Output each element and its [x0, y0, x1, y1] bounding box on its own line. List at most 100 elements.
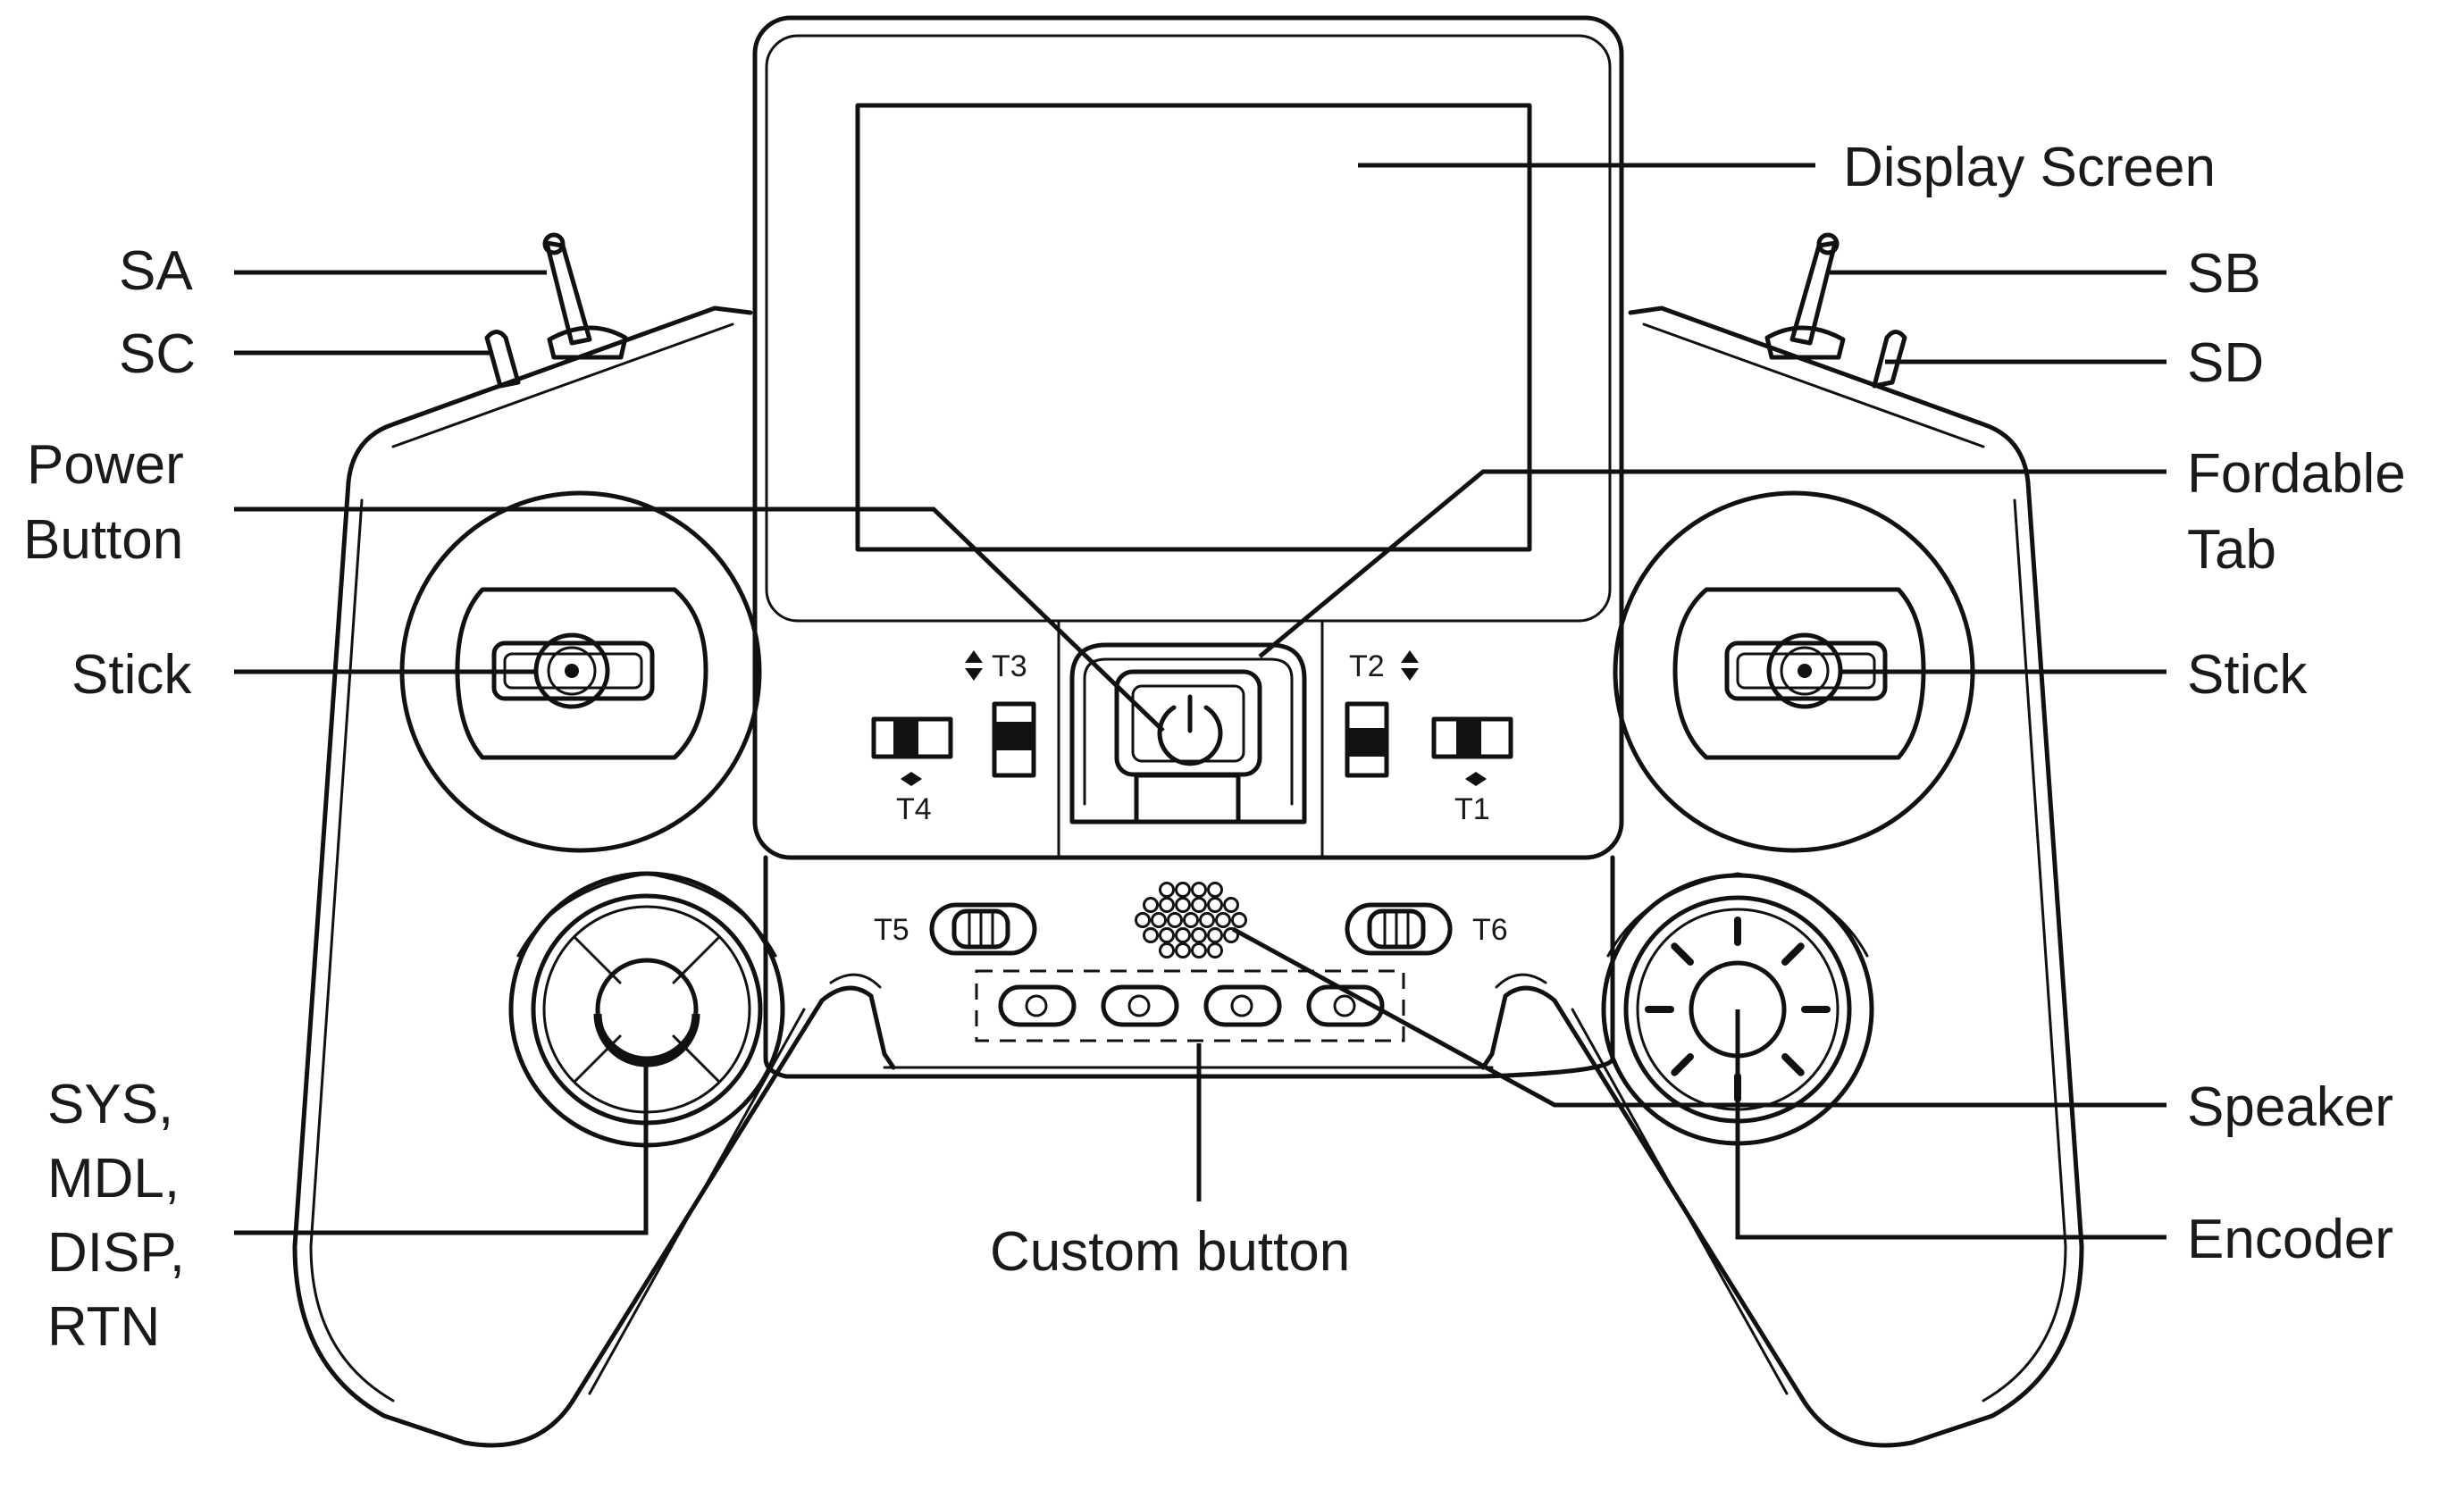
- speaker-hole: [1159, 942, 1175, 958]
- label-rtn: RTN: [47, 1296, 160, 1358]
- trim-t6-roller: [1367, 908, 1426, 950]
- speaker-hole: [1167, 912, 1183, 928]
- switch-sa[interactable]: [542, 232, 628, 360]
- custom-button-1[interactable]: [998, 984, 1077, 1027]
- left-stick-knob-inner: [547, 646, 597, 696]
- right-stick-gimbal: [1672, 587, 1926, 760]
- encoder-tick: [1671, 942, 1694, 966]
- power-button-inner: [1131, 684, 1245, 763]
- power-icon: [1157, 694, 1223, 766]
- trim-t3-arrows-icon: [965, 650, 983, 681]
- speaker-hole: [1159, 882, 1175, 898]
- right-grip-outline: [1480, 306, 2084, 1448]
- left-stick-center: [565, 664, 579, 678]
- switch-sd[interactable]: [1872, 330, 1907, 389]
- speaker-hole: [1207, 882, 1223, 898]
- trim-t5-roller: [951, 908, 1010, 950]
- nav-pad-bezel: [516, 872, 777, 958]
- trim-t6[interactable]: [1345, 902, 1453, 956]
- leader-encoder: [1735, 1009, 2166, 1240]
- speaker-hole: [1175, 897, 1191, 913]
- speaker-hole: [1207, 942, 1223, 958]
- label-t2: T2: [1349, 649, 1385, 683]
- callout-labels: SA SC Power Button Stick SYS, MDL, DISP,…: [23, 137, 2406, 1358]
- speaker-hole: [1199, 912, 1215, 928]
- speaker-hole: [1207, 927, 1223, 943]
- label-t1: T1: [1454, 792, 1490, 826]
- custom-button-2[interactable]: [1101, 984, 1179, 1027]
- label-stick-right: Stick: [2187, 644, 2308, 706]
- speaker-hole: [1175, 942, 1191, 958]
- label-sys: SYS,: [47, 1074, 173, 1135]
- left-stick-gimbal: [455, 587, 708, 760]
- left-grip-outline: [292, 306, 896, 1448]
- speaker-hole: [1223, 927, 1239, 943]
- label-sd: SD: [2187, 332, 2264, 394]
- speaker-hole: [1175, 927, 1191, 943]
- switch-sb[interactable]: [1764, 232, 1846, 360]
- right-stick-knob-inner: [1780, 646, 1830, 696]
- leader-nav-pad: [234, 1059, 649, 1235]
- label-foldable-line2: Tab: [2187, 519, 2276, 581]
- encoder-tick: [1781, 942, 1805, 966]
- trim-t4[interactable]: [871, 716, 953, 786]
- trim-t3-slider: [994, 722, 1034, 750]
- speaker-hole: [1151, 912, 1167, 928]
- foldable-tab-inner: [1083, 657, 1294, 806]
- speaker-hole: [1175, 882, 1191, 898]
- display-bezel: [765, 34, 1612, 623]
- label-speaker: Speaker: [2187, 1076, 2393, 1138]
- label-mdl: MDL,: [47, 1148, 180, 1210]
- speaker-hole: [1183, 912, 1199, 928]
- nav-pad[interactable]: [508, 871, 785, 1148]
- left-grip-edge: [588, 973, 882, 1395]
- speaker-hole: [1191, 882, 1207, 898]
- label-t4: T4: [896, 792, 932, 826]
- display-assembly: [752, 15, 1624, 860]
- power-button[interactable]: [1114, 669, 1262, 777]
- label-foldable-line1: Fordable: [2187, 443, 2406, 505]
- label-sa: SA: [119, 240, 193, 302]
- encoder-tick: [1781, 1053, 1805, 1076]
- speaker-hole: [1159, 897, 1175, 913]
- right-stick-center: [1798, 664, 1812, 678]
- trim-labels: T4 T3 T2 T1 T5 T6: [874, 649, 1508, 947]
- left-grip-inner: [309, 322, 734, 1402]
- speaker-hole: [1159, 927, 1175, 943]
- speaker-hole: [1191, 897, 1207, 913]
- speaker-hole: [1143, 927, 1159, 943]
- trim-t3[interactable]: [965, 650, 1036, 778]
- speaker-hole: [1207, 897, 1223, 913]
- label-t6: T6: [1472, 913, 1508, 947]
- custom-button-3[interactable]: [1203, 984, 1282, 1027]
- label-sc: SC: [119, 323, 196, 385]
- label-stick-left: Stick: [71, 644, 192, 706]
- display-screen: [855, 103, 1532, 552]
- trim-t1-arrows-icon: [1465, 772, 1487, 786]
- trim-t5[interactable]: [929, 902, 1037, 956]
- custom-button-4[interactable]: [1306, 984, 1385, 1027]
- right-grip-inner: [1642, 322, 2067, 1402]
- trim-t2-arrows-icon: [1401, 650, 1419, 681]
- label-display-screen: Display Screen: [1843, 137, 2216, 198]
- display-housing: [752, 15, 1624, 860]
- label-t5: T5: [874, 913, 909, 947]
- trim-t2-slider: [1347, 728, 1387, 757]
- trim-t1[interactable]: [1431, 716, 1513, 786]
- trim-t4-slider: [893, 719, 918, 757]
- right-grip-edge: [1495, 973, 1789, 1395]
- speaker-hole: [1191, 927, 1207, 943]
- leader-speaker: [1231, 926, 2166, 1108]
- trim-t6-body: [1345, 902, 1453, 956]
- switch-sc[interactable]: [484, 330, 521, 389]
- encoder-tick: [1671, 1053, 1694, 1076]
- trim-t2[interactable]: [1345, 650, 1419, 778]
- speaker-hole: [1191, 942, 1207, 958]
- custom-buttons: [975, 969, 1405, 1042]
- label-power-line1: Power: [27, 434, 184, 496]
- label-custom-button: Custom button: [990, 1221, 1350, 1283]
- tab-hinge: [1134, 773, 1241, 825]
- speaker-hole: [1143, 897, 1159, 913]
